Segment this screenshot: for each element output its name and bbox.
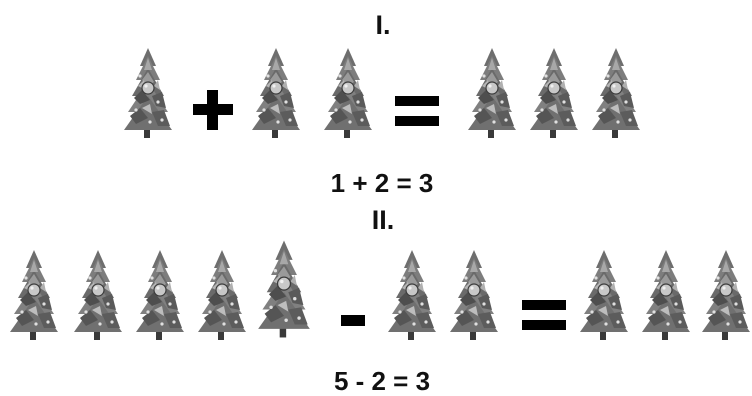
christmas-tree-icon bbox=[466, 46, 518, 140]
section-1-equation: 1 + 2 = 3 bbox=[330, 168, 434, 198]
section-1-numeral: I. bbox=[375, 10, 391, 40]
christmas-tree-icon bbox=[134, 248, 186, 342]
christmas-tree-icon bbox=[256, 238, 312, 340]
christmas-tree-icon bbox=[578, 248, 630, 342]
christmas-tree-icon bbox=[196, 248, 248, 342]
christmas-tree-icon bbox=[448, 248, 500, 342]
section-2-equation: 5 - 2 = 3 bbox=[333, 366, 431, 396]
equals-sign-icon bbox=[522, 300, 566, 332]
christmas-tree-icon bbox=[386, 248, 438, 342]
christmas-tree-icon bbox=[250, 46, 302, 140]
christmas-tree-icon bbox=[122, 46, 174, 140]
christmas-tree-icon bbox=[700, 248, 752, 342]
minus-sign-icon bbox=[341, 315, 365, 326]
christmas-tree-icon bbox=[8, 248, 60, 342]
christmas-tree-icon bbox=[590, 46, 642, 140]
plus-sign-icon bbox=[193, 90, 233, 130]
section-2-numeral: II. bbox=[371, 205, 395, 235]
christmas-tree-icon bbox=[322, 46, 374, 140]
christmas-tree-icon bbox=[72, 248, 124, 342]
christmas-tree-icon bbox=[640, 248, 692, 342]
equals-sign-icon bbox=[395, 96, 439, 129]
christmas-tree-icon bbox=[528, 46, 580, 140]
